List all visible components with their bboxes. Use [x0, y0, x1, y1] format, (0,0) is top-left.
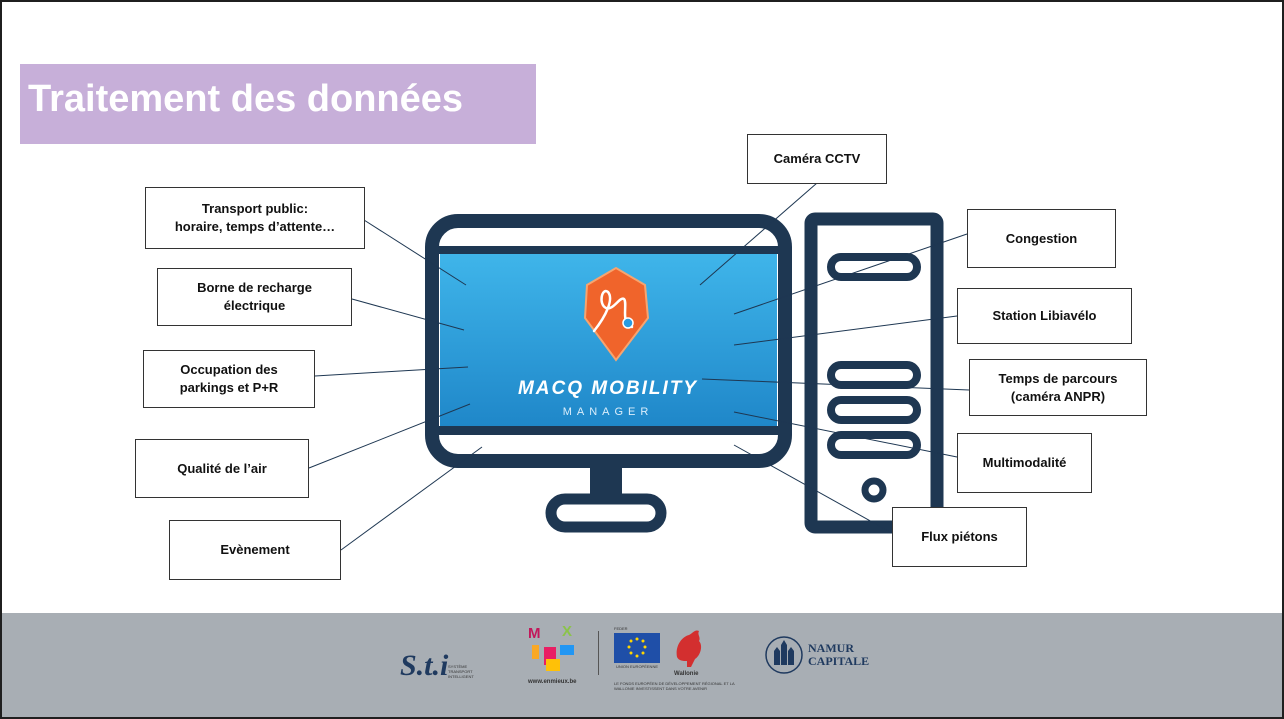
namur-line2: CAPITALE — [808, 654, 870, 668]
screen-brand-line1: MACQ MOBILITY — [518, 378, 698, 399]
computer-tower-icon — [804, 212, 944, 534]
label-borne-recharge: Borne de recharge électrique — [157, 268, 352, 326]
label-occupation-parkings: Occupation des parkings et P+R — [143, 350, 315, 408]
eu-caption: LE FONDS EUROPÉEN DE DÉVELOPPEMENT RÉGIO… — [614, 681, 735, 691]
footer-band: S.t.i SYSTÈME TRANSPORT INTELLIGENT M X … — [2, 613, 1282, 717]
connector-lines — [308, 182, 970, 551]
svg-text:M: M — [528, 625, 541, 642]
sti-caption: SYSTÈME TRANSPORT INTELLIGENT — [448, 664, 474, 679]
mieux-url: www.enmieux.be — [528, 679, 577, 685]
title-band: Traitement des données — [20, 64, 536, 144]
mieux-logo-icon: M X — [528, 623, 574, 671]
eu-caption-top: FEDER — [614, 626, 628, 631]
label-congestion: Congestion — [967, 209, 1116, 268]
svg-text:X: X — [562, 623, 572, 640]
screen-brand-line2: MANAGER — [563, 406, 654, 418]
footer-divider — [598, 631, 599, 675]
label-multimodalite: Multimodalité — [957, 433, 1092, 493]
slide-title: Traitement des données — [28, 78, 464, 120]
namur-line1: NAMUR — [808, 641, 854, 655]
macq-logo-icon — [583, 266, 650, 362]
wallonie-rooster-icon — [676, 630, 702, 667]
monitor-base — [545, 493, 667, 533]
monitor-icon — [425, 214, 792, 533]
sti-logo: S.t.i — [400, 649, 449, 682]
label-station-libiavelo: Station Libiavélo — [957, 288, 1132, 344]
eu-flag-caption: UNION EUROPÉENNE — [616, 664, 659, 669]
label-qualite-air: Qualité de l’air — [135, 439, 309, 498]
label-flux-pietons: Flux piétons — [892, 507, 1027, 567]
label-transport-public: Transport public: horaire, temps d’atten… — [145, 187, 365, 249]
label-camera-cctv: Caméra CCTV — [747, 134, 887, 184]
label-evenement: Evènement — [169, 520, 341, 580]
namur-crest-icon — [765, 636, 803, 674]
label-temps-parcours: Temps de parcours (caméra ANPR) — [969, 359, 1147, 416]
monitor-neck — [590, 461, 622, 499]
eu-flag-icon — [614, 633, 660, 663]
wallonie-label: Wallonie — [674, 671, 699, 677]
